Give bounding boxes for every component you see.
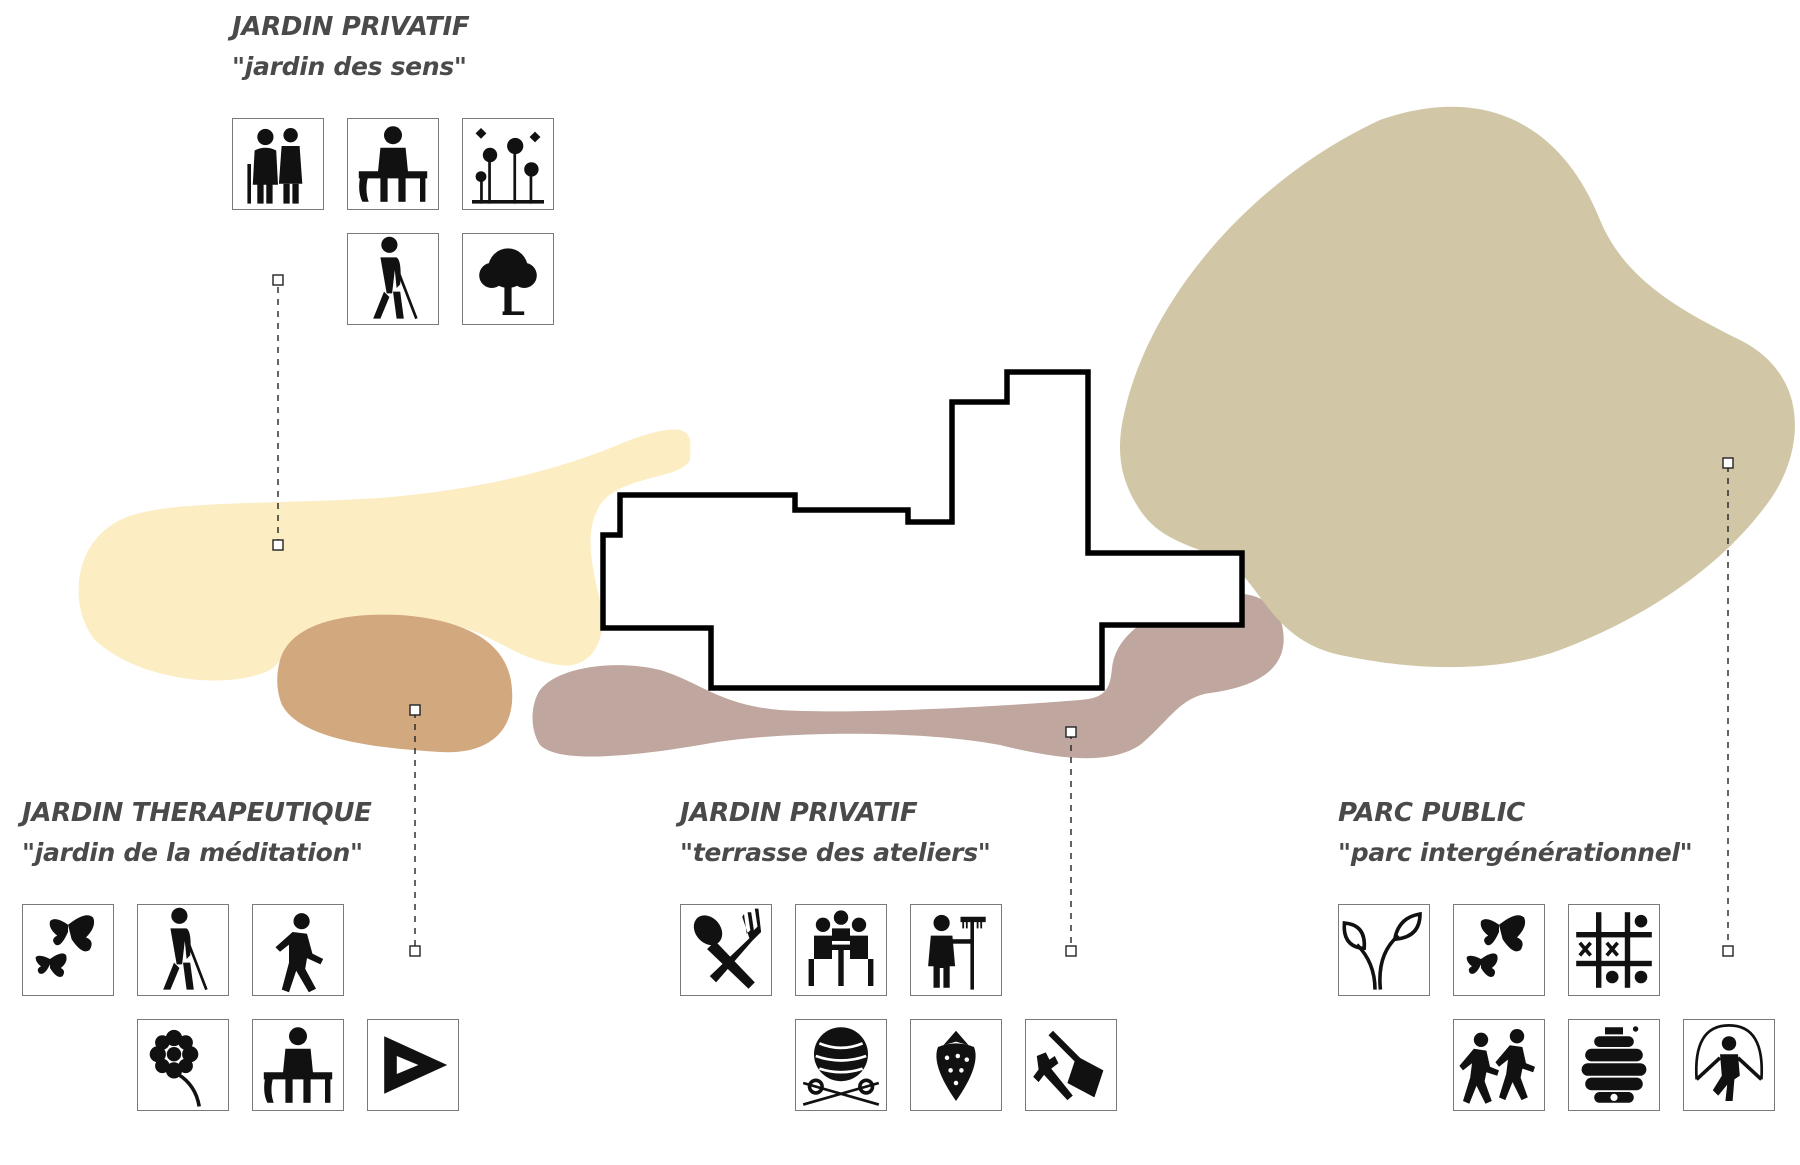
jump-rope-icon [1683, 1019, 1775, 1111]
person-sitting-bench-icon [347, 118, 439, 210]
leader-lines [277, 287, 1729, 950]
gardener-rake-icon [910, 904, 1002, 996]
zone-jardin-meditation [277, 614, 513, 753]
label-jardin-meditation: JARDIN THERAPEUTIQUE "jardin de la médit… [22, 798, 372, 867]
tree-icon [462, 233, 554, 325]
tic-tac-toe-icon [1568, 904, 1660, 996]
arrow-sign-icon [367, 1019, 459, 1111]
walking-person-icon [252, 904, 344, 996]
elderly-cane-icon [137, 904, 229, 996]
leader-marker [1065, 945, 1077, 957]
label-jardin-des-sens: JARDIN PRIVATIF "jardin des sens" [232, 12, 470, 81]
garden-tools-icon [1025, 1019, 1117, 1111]
zone-jardin-des-sens [78, 429, 691, 681]
building-outline [600, 369, 1245, 691]
leader-marker [1722, 945, 1734, 957]
zone-title: JARDIN THERAPEUTIQUE [22, 798, 372, 828]
strawberry-icon [910, 1019, 1002, 1111]
leader-marker [1065, 726, 1077, 738]
zone-terrasse-ateliers [532, 593, 1284, 759]
label-parc-public: PARC PUBLIC "parc intergénérationnel" [1338, 798, 1693, 867]
spoon-fork-icon [680, 904, 772, 996]
people-table-icon [795, 904, 887, 996]
zone-title: JARDIN PRIVATIF [232, 12, 470, 42]
zone-subtitle: "jardin des sens" [232, 52, 467, 81]
beehive-icon [1568, 1019, 1660, 1111]
zone-subtitle: "terrasse des ateliers" [680, 838, 991, 867]
zone-subtitle: "jardin de la méditation" [22, 838, 363, 867]
zone-parc-public [1120, 106, 1795, 668]
butterflies-icon [22, 904, 114, 996]
children-running-icon [1453, 1019, 1545, 1111]
zone-title: PARC PUBLIC [1338, 798, 1525, 828]
leader-marker [1722, 457, 1734, 469]
zone-subtitle: "parc intergénérationnel" [1338, 838, 1693, 867]
butterflies-icon [1453, 904, 1545, 996]
leader-markers [272, 274, 1734, 957]
elderly-cane-icon [347, 233, 439, 325]
leader-marker [409, 704, 421, 716]
flowers-butterflies-icon [462, 118, 554, 210]
person-sitting-bench-icon [252, 1019, 344, 1111]
yarn-ball-icon [795, 1019, 887, 1111]
flower-icon [137, 1019, 229, 1111]
plant-sprout-icon [1338, 904, 1430, 996]
label-terrasse-ateliers: JARDIN PRIVATIF "terrasse des ateliers" [680, 798, 991, 867]
leader-marker [272, 274, 284, 286]
leader-marker [409, 945, 421, 957]
elderly-couple-icon [232, 118, 324, 210]
leader-marker [272, 539, 284, 551]
zone-title: JARDIN PRIVATIF [680, 798, 918, 828]
